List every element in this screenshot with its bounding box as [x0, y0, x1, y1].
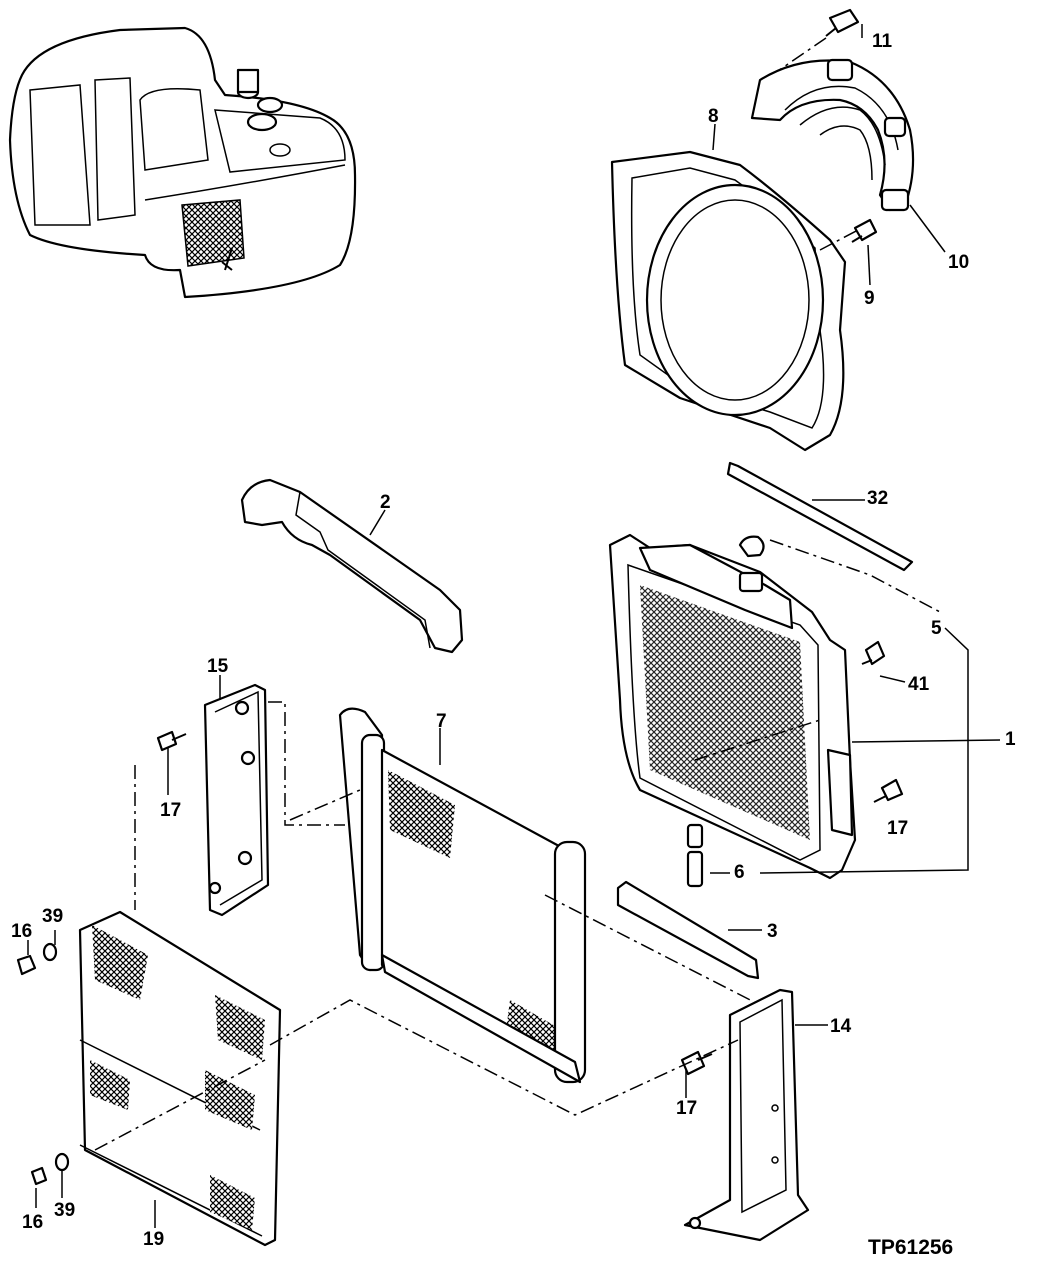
- callout-15: 15: [207, 656, 229, 677]
- fan-guard-10: [750, 58, 915, 212]
- callout-17-left: 17: [160, 800, 181, 821]
- radiator-1: [608, 533, 941, 880]
- callout-6: 6: [734, 862, 745, 883]
- callout-3: 3: [767, 921, 778, 942]
- callout-7: 7: [436, 711, 447, 732]
- callout-11: 11: [872, 31, 893, 52]
- stand-14: [683, 988, 810, 1242]
- callout-1: 1: [1005, 729, 1016, 750]
- callout-41: 41: [908, 674, 930, 695]
- callout-39-bottom: 39: [54, 1200, 75, 1221]
- callout-19: 19: [143, 1229, 164, 1250]
- screen-19: [78, 701, 739, 1247]
- fasteners-16-39: [16, 942, 70, 1186]
- bolt-9: [851, 218, 878, 243]
- excavator-locator-view: [8, 26, 357, 299]
- callout-16-bottom: 16: [22, 1212, 43, 1233]
- callout-9: 9: [864, 288, 875, 309]
- callout-17-bottom: 17: [676, 1098, 697, 1119]
- callout-16-top: 16: [11, 921, 32, 942]
- upper-cover-2: [240, 478, 464, 654]
- callout-32: 32: [867, 488, 888, 509]
- fan-shroud-8: [610, 150, 859, 452]
- bolt-17-right: [873, 778, 904, 803]
- bracket-41: [861, 640, 886, 666]
- callout-2: 2: [380, 492, 391, 513]
- seal-strip-32: [726, 461, 914, 572]
- hose-6: [686, 823, 704, 888]
- callout-5: 5: [931, 618, 942, 639]
- bar-3: [616, 880, 760, 980]
- callout-14: 14: [830, 1016, 852, 1037]
- callout-10: 10: [948, 252, 969, 273]
- callout-17-right: 17: [887, 818, 908, 839]
- callout-39-top: 39: [42, 906, 63, 927]
- bracket-15: [203, 683, 270, 917]
- bolt-17-left: [156, 730, 187, 752]
- oil-cooler-7: [289, 707, 761, 1084]
- drawing-code: TP61256: [868, 1236, 953, 1259]
- leader-lines: [27, 24, 1001, 1228]
- callout-8: 8: [708, 106, 719, 127]
